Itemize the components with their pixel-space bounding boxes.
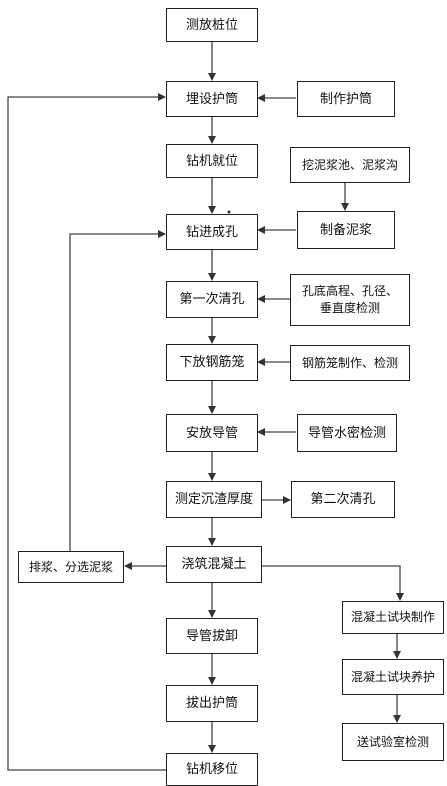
step-pour-concrete: 浇筑混凝土 [166, 546, 262, 583]
side-dig-slurry-pit: 挖泥浆池、泥浆沟 [290, 147, 410, 183]
loop-slurry-to-s4 [69, 230, 166, 552]
side-make-casing: 制作护筒 [297, 81, 395, 117]
side-lab-testing: 送试验室检测 [342, 723, 444, 761]
side-label: 导管水密检测 [307, 425, 386, 441]
side-label: 混凝土试块养护 [350, 669, 435, 684]
step-label: 钻进成孔 [185, 224, 238, 240]
loop-s12-to-s2 [7, 93, 168, 771]
side-label: 钢筋笼制作、检测 [301, 355, 398, 370]
step-label: 导管拔卸 [185, 628, 238, 644]
step-stake-layout: 测放桩位 [166, 8, 258, 42]
side-cage-fabrication: 钢筋笼制作、检测 [290, 345, 410, 381]
step-label: 第一次清孔 [179, 292, 245, 307]
side-label: 混凝土试块制作 [350, 610, 435, 624]
step-label: 安放导管 [185, 425, 238, 441]
step-lower-cage: 下放钢筋笼 [166, 344, 258, 381]
side-label: 排浆、分选泥浆 [28, 559, 113, 574]
step-label: 拔出护筒 [185, 696, 238, 711]
step-label: 钻机移位 [185, 762, 238, 777]
step-drill-hole: 钻进成孔 [166, 214, 258, 250]
branch-s9-cubes [262, 565, 404, 601]
step-label: 钻机就位 [185, 153, 238, 169]
step-rig-in-place: 钻机就位 [166, 144, 258, 178]
step-bury-casing: 埋设护筒 [166, 81, 258, 117]
step-pull-casing: 拔出护筒 [166, 685, 258, 722]
step-label: 下放钢筋笼 [179, 355, 245, 370]
step-first-cleaning: 第一次清孔 [166, 281, 258, 318]
step-label: 浇筑混凝土 [181, 557, 247, 572]
side-slurry-discharge: 排浆、分选泥浆 [18, 551, 124, 583]
side-label: 送试验室检测 [356, 734, 429, 749]
side-label: 挖泥浆池、泥浆沟 [301, 157, 398, 172]
side-second-cleaning: 第二次清孔 [291, 481, 395, 518]
step-label: 测定沉渣厚度 [174, 492, 253, 507]
side-cube-fabrication: 混凝土试块制作 [342, 601, 444, 634]
step-place-tremie: 安放导管 [166, 414, 258, 452]
junction-dot [227, 210, 231, 214]
side-cube-curing: 混凝土试块养护 [342, 659, 444, 695]
side-hole-inspection: 孔底高程、孔径、 垂直度检测 [290, 274, 410, 326]
step-measure-sediment: 测定沉渣厚度 [166, 481, 262, 518]
side-label: 第二次清孔 [310, 492, 376, 507]
side-tremie-water-test: 导管水密检测 [297, 414, 397, 452]
side-label: 制备泥浆 [319, 222, 372, 238]
side-label: 孔底高程、孔径、 垂直度检测 [301, 284, 398, 315]
step-label: 埋设护筒 [185, 91, 238, 107]
step-move-rig: 钻机移位 [166, 753, 258, 786]
side-label: 制作护筒 [319, 91, 372, 107]
side-prepare-slurry: 制备泥浆 [297, 211, 395, 249]
step-label: 测放桩位 [185, 17, 238, 33]
step-remove-tremie: 导管拔卸 [166, 618, 258, 654]
